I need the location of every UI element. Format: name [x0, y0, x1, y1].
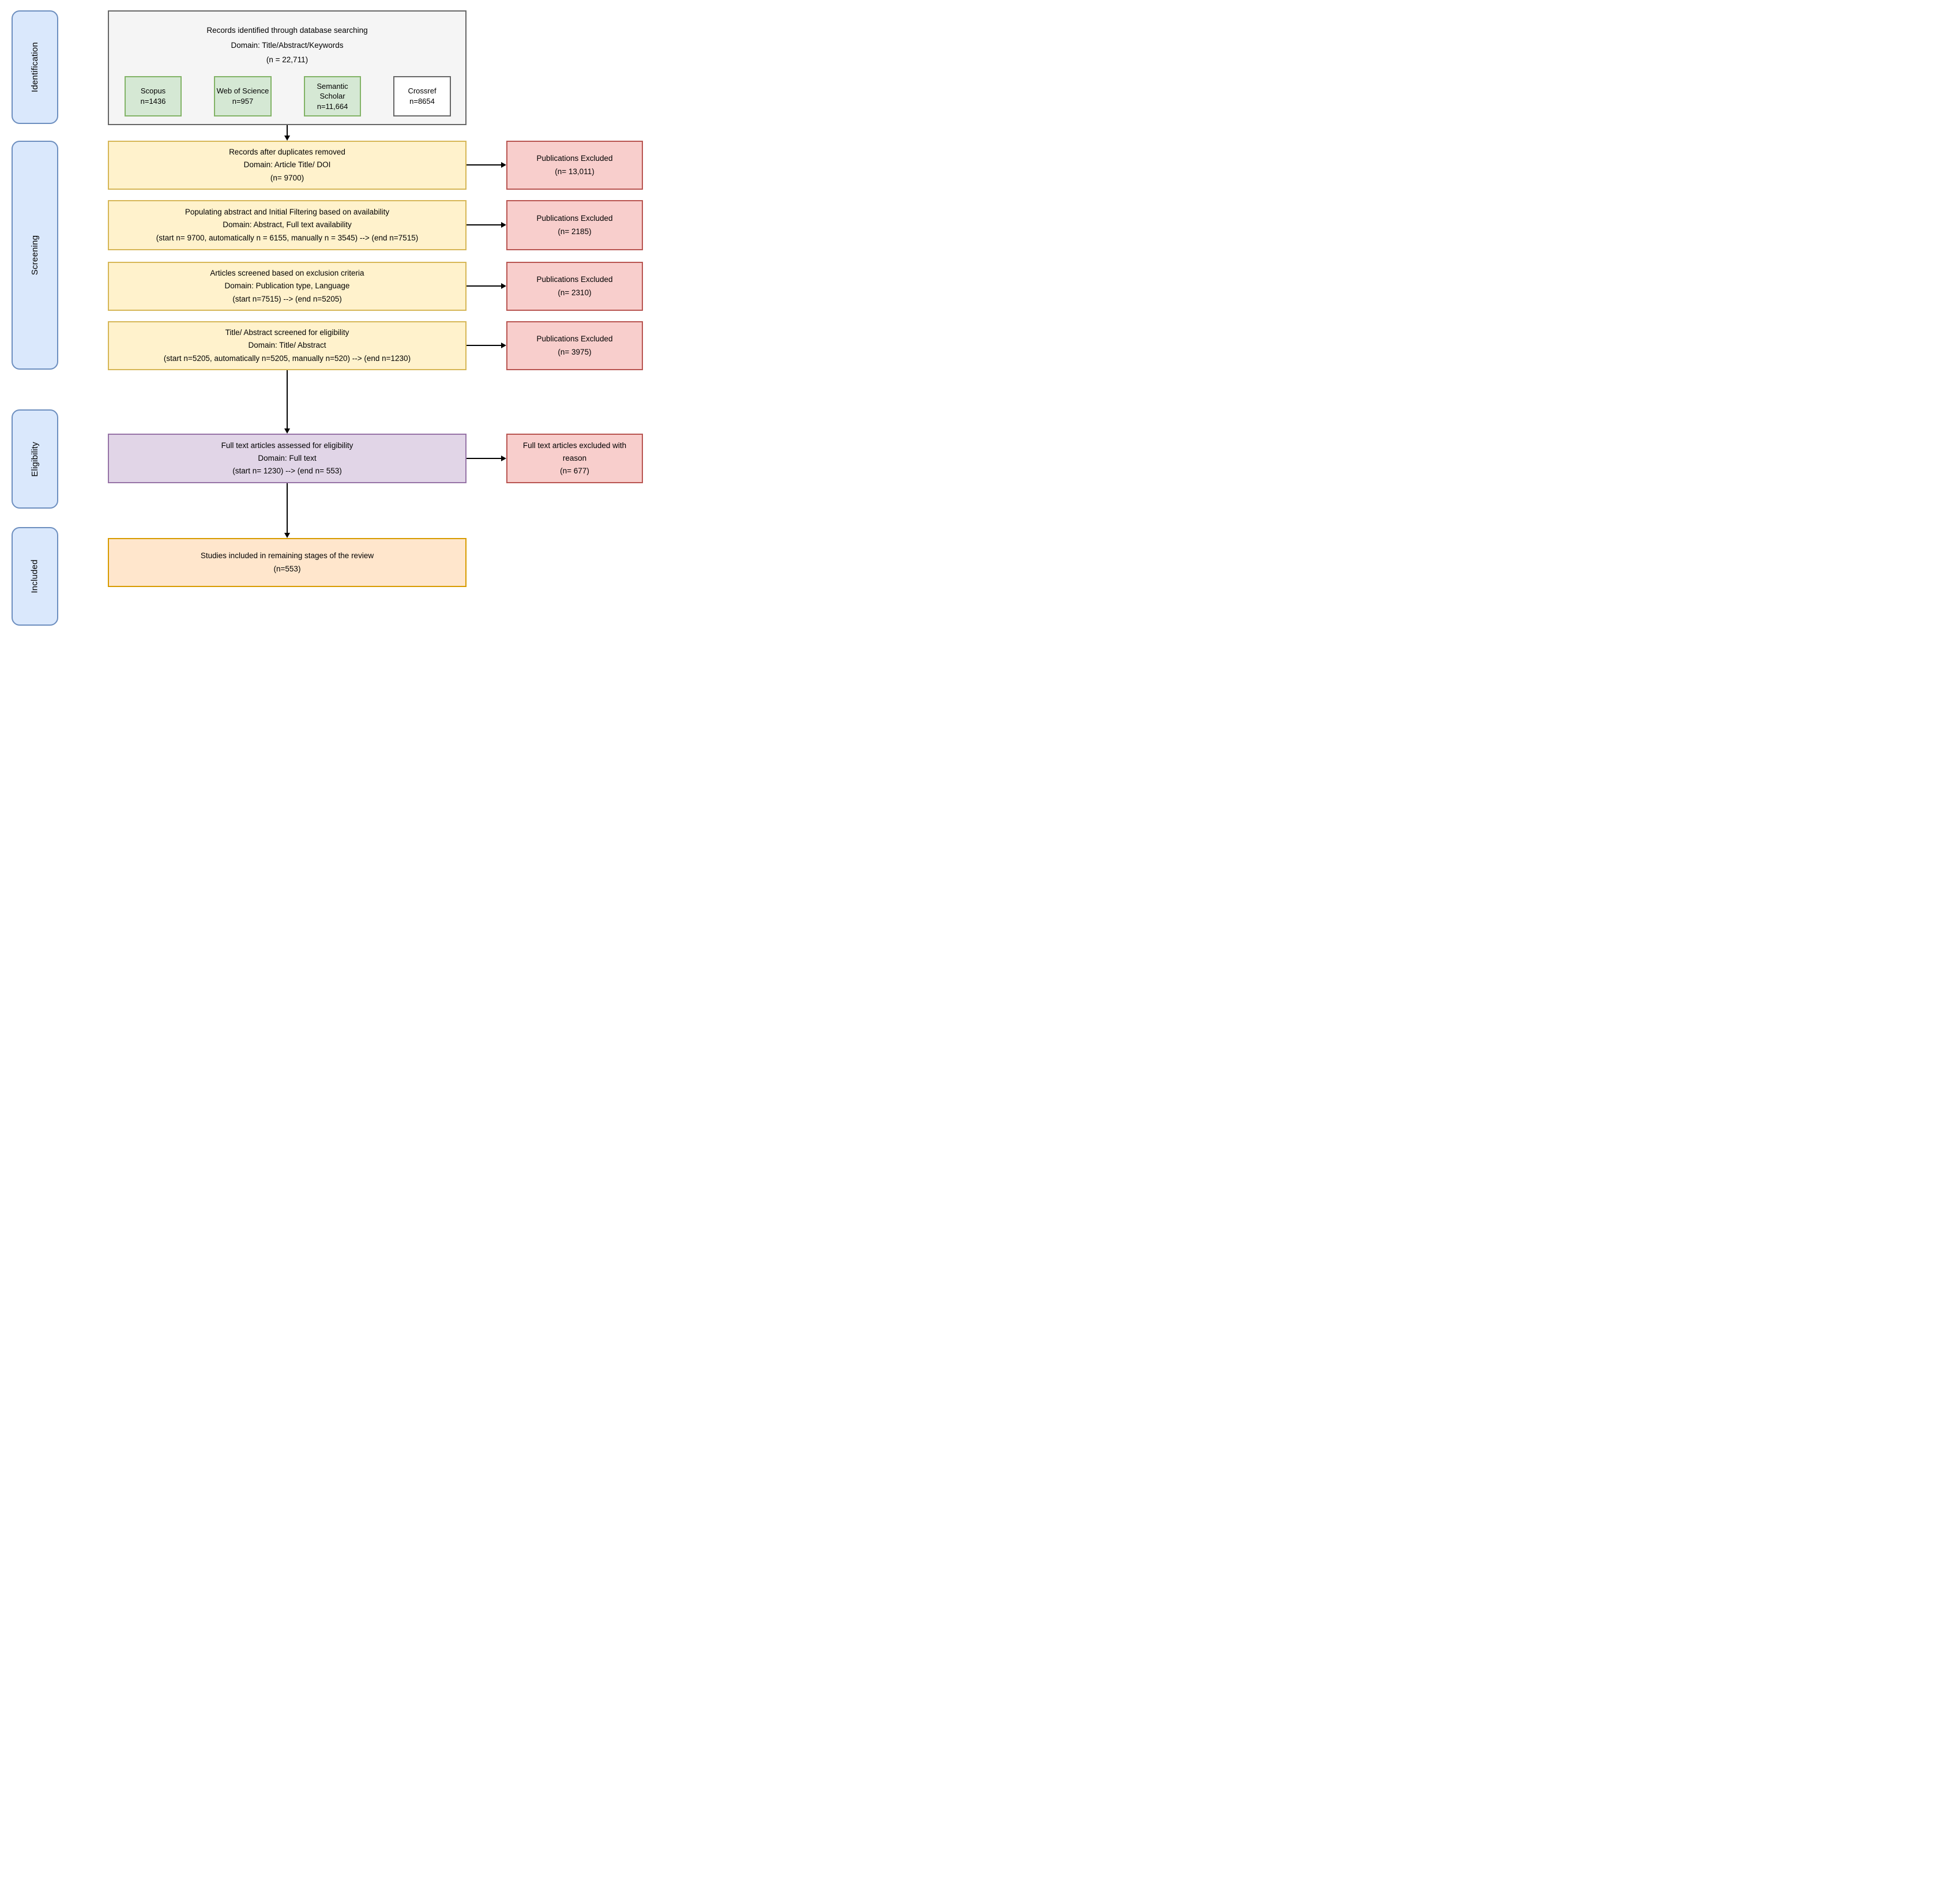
source-web-of-science-box: Web of Science n=957 — [214, 76, 272, 116]
duplicates-removed-title: Records after duplicates removed — [229, 148, 345, 157]
exclusion-criteria-domain: Domain: Publication type, Language — [224, 281, 350, 291]
populating-abstract-box: Populating abstract and Initial Filterin… — [108, 200, 467, 250]
records-identified-title: Records identified through database sear… — [206, 26, 368, 35]
studies-included-count: (n=553) — [273, 564, 301, 573]
connector-title-abstract-to-excluded-4 — [467, 343, 506, 348]
populating-abstract-count: (start n= 9700, automatically n = 6155, … — [156, 233, 419, 242]
duplicates-removed-domain: Domain: Article Title/ DOI — [243, 160, 331, 170]
stage-identification: Identification — [12, 10, 58, 124]
full-text-assessed-count: (start n= 1230) --> (end n= 553) — [232, 467, 342, 476]
stage-screening-label: Screening — [29, 235, 40, 276]
title-abstract-screened-domain: Domain: Title/ Abstract — [248, 341, 326, 350]
connector-duplicates-to-excluded-1 — [467, 162, 506, 168]
excluded-box-3: Publications Excluded (n= 2310) — [506, 262, 643, 311]
duplicates-removed-box: Records after duplicates removed Domain:… — [108, 141, 467, 190]
studies-included-box: Studies included in remaining stages of … — [108, 538, 467, 587]
excluded-4-count: (n= 3975) — [558, 347, 592, 356]
excluded-box-5: Full text articles excluded with reason … — [506, 434, 643, 483]
connector-criteria-to-excluded-3 — [467, 283, 506, 289]
prisma-flow-diagram: Identification Screening Eligibility Inc… — [0, 0, 653, 632]
connector-identification-to-screening — [284, 125, 290, 141]
excluded-2-title: Publications Excluded — [536, 214, 613, 223]
excluded-box-1: Publications Excluded (n= 13,011) — [506, 141, 643, 190]
source-crossref-box: Crossref n=8654 — [393, 76, 451, 116]
source-crossref-count: n=8654 — [409, 97, 435, 106]
excluded-1-count: (n= 13,011) — [555, 167, 595, 176]
exclusion-criteria-box: Articles screened based on exclusion cri… — [108, 262, 467, 311]
stage-screening: Screening — [12, 141, 58, 370]
source-web-of-science-name: Web of Science — [216, 86, 269, 96]
exclusion-criteria-title: Articles screened based on exclusion cri… — [210, 269, 364, 278]
source-crossref-name: Crossref — [408, 86, 437, 96]
excluded-4-title: Publications Excluded — [536, 334, 613, 344]
full-text-assessed-title: Full text articles assessed for eligibil… — [221, 441, 353, 450]
excluded-5-title: Full text articles excluded with reason — [522, 441, 627, 462]
records-identified-domain: Domain: Title/Abstract/Keywords — [231, 40, 344, 50]
stage-eligibility-label: Eligibility — [30, 441, 40, 477]
stage-included-label: Included — [30, 559, 40, 593]
connector-full-text-to-excluded-5 — [467, 456, 506, 461]
full-text-assessed-domain: Domain: Full text — [258, 453, 317, 462]
excluded-3-title: Publications Excluded — [536, 275, 613, 284]
excluded-5-count: (n= 677) — [560, 467, 589, 476]
excluded-3-count: (n= 2310) — [558, 288, 592, 297]
exclusion-criteria-count: (start n=7515) --> (end n=5205) — [232, 294, 342, 303]
full-text-assessed-box: Full text articles assessed for eligibil… — [108, 434, 467, 483]
studies-included-title: Studies included in remaining stages of … — [200, 551, 374, 560]
source-semantic-scholar-box: Semantic Scholar n=11,664 — [304, 76, 361, 116]
connector-populating-to-excluded-2 — [467, 222, 506, 228]
connector-screening-to-eligibility — [284, 370, 290, 434]
excluded-box-2: Publications Excluded (n= 2185) — [506, 200, 643, 250]
source-web-of-science-count: n=957 — [232, 97, 254, 106]
records-identified-box: Records identified through database sear… — [108, 10, 467, 125]
connector-eligibility-to-included — [284, 483, 290, 538]
source-scopus-count: n=1436 — [140, 97, 166, 106]
populating-abstract-domain: Domain: Abstract, Full text availability — [223, 220, 352, 230]
stage-included: Included — [12, 527, 58, 626]
source-semantic-scholar-count: n=11,664 — [317, 101, 348, 111]
excluded-2-count: (n= 2185) — [558, 227, 592, 236]
title-abstract-screened-title: Title/ Abstract screened for eligibility — [225, 328, 349, 337]
populating-abstract-title: Populating abstract and Initial Filterin… — [185, 208, 390, 217]
excluded-1-title: Publications Excluded — [536, 154, 613, 163]
records-identified-count: (n = 22,711) — [266, 55, 309, 65]
excluded-box-4: Publications Excluded (n= 3975) — [506, 321, 643, 370]
source-scopus-box: Scopus n=1436 — [125, 76, 182, 116]
title-abstract-screened-box: Title/ Abstract screened for eligibility… — [108, 321, 467, 370]
source-scopus-name: Scopus — [140, 86, 166, 96]
stage-eligibility: Eligibility — [12, 409, 58, 509]
stage-identification-label: Identification — [30, 42, 40, 93]
source-semantic-scholar-name: Semantic Scholar — [317, 81, 348, 101]
title-abstract-screened-count: (start n=5205, automatically n=5205, man… — [163, 353, 411, 363]
duplicates-removed-count: (n= 9700) — [270, 173, 304, 182]
